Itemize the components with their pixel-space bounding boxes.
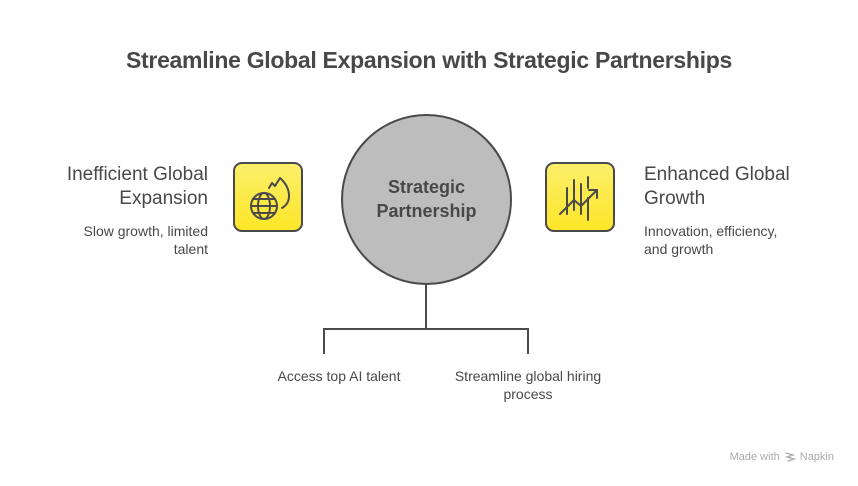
left-title: Inefficient Global Expansion <box>67 163 208 211</box>
napkin-brand-label: Napkin <box>799 451 834 463</box>
branch-access-ai-talent: Access top AI talent <box>254 367 424 385</box>
right-title-line1: Enhanced Global <box>644 164 790 185</box>
page-title: Streamline Global Expansion with Strateg… <box>126 47 732 73</box>
left-title-line1: Inefficient Global <box>66 164 208 185</box>
branch-2-line1: Streamline global hiring <box>454 368 602 384</box>
right-title: Enhanced Global Growth <box>644 163 790 211</box>
globe-fire-icon <box>250 177 290 220</box>
napkin-watermark[interactable]: Made with Napkin <box>730 451 834 463</box>
left-desc-line1: Slow growth, limited <box>83 223 209 239</box>
strategic-partnership-label: Strategic Partnership <box>341 175 512 223</box>
right-desc-line2: and growth <box>644 241 714 257</box>
branch-1-line1: Access top AI talent <box>277 368 401 384</box>
right-desc-line1: Innovation, efficiency, <box>644 223 778 239</box>
globe-fire-icon-box <box>233 162 303 232</box>
left-desc-line2: talent <box>173 241 208 257</box>
made-with-label: Made with <box>729 451 780 463</box>
left-description: Slow growth, limited talent <box>84 222 209 258</box>
right-description: Innovation, efficiency, and growth <box>644 222 777 258</box>
right-title-line2: Growth <box>644 188 706 209</box>
chart-growth-icon <box>559 176 598 221</box>
center-label-line2: Partnership <box>376 201 477 221</box>
left-title-line2: Expansion <box>119 188 208 209</box>
chart-growth-icon-box <box>545 162 615 232</box>
center-label-line1: Strategic <box>387 177 466 197</box>
napkin-logo-icon <box>784 452 796 462</box>
branch-2-line2: process <box>503 386 553 402</box>
branch-streamline-hiring: Streamline global hiring process <box>438 367 618 403</box>
